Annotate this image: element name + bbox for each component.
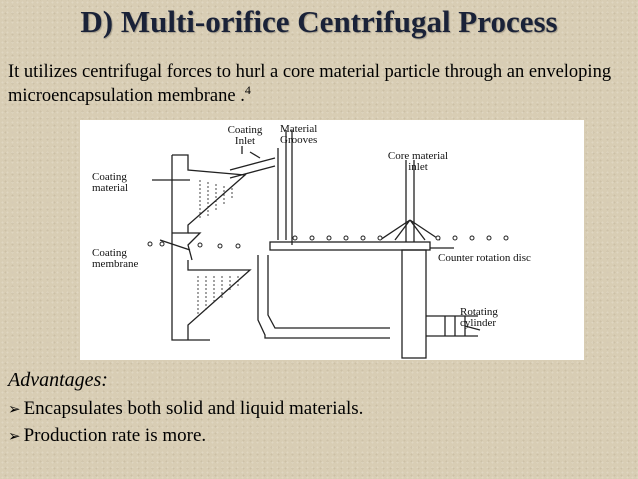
- label-coating-material: Coating material: [92, 171, 129, 194]
- advantages-list: ➢Encapsulates both solid and liquid mate…: [8, 396, 363, 450]
- process-diagram: Coating Inlet Material Grooves Core mate…: [80, 120, 584, 360]
- lower-fill-hatch: [197, 276, 239, 316]
- label-coating-membrane: Coating membrane: [92, 247, 139, 270]
- advantage-item: ➢Encapsulates both solid and liquid mate…: [8, 396, 363, 423]
- arrow-bullet-icon: ➢: [8, 402, 21, 418]
- counter-rotation-disc-shape: [269, 241, 431, 251]
- cylinder-shaft: [426, 315, 478, 337]
- label-coating-inlet: Coating Inlet: [227, 124, 263, 147]
- droplet-row: [147, 235, 509, 249]
- leader-rotating-cylinder: [464, 325, 481, 331]
- advantage-text: Production rate is more.: [23, 425, 207, 446]
- rotating-cylinder-shape: [401, 249, 427, 359]
- advantage-item: ➢Production rate is more.: [8, 423, 363, 450]
- intro-text: It utilizes centrifugal forces to hurl a…: [8, 60, 628, 108]
- coating-channel-outer: [257, 255, 390, 339]
- label-counter-rotation-disc: Counter rotation disc: [438, 252, 531, 264]
- upper-fill-hatch: [199, 180, 233, 220]
- upper-chamber: [172, 154, 247, 234]
- wall-outline: [171, 155, 210, 341]
- advantage-text: Encapsulates both solid and liquid mater…: [23, 398, 364, 419]
- diagram-drawing: [147, 130, 509, 359]
- label-core-material-inlet: Core material inlet: [387, 150, 449, 173]
- leader-coating-membrane: [159, 239, 191, 251]
- reference-number: 4: [244, 82, 251, 97]
- leader-material-grooves: [249, 151, 261, 159]
- intro-body: It utilizes centrifugal forces to hurl a…: [8, 62, 612, 106]
- lower-chamber: [187, 260, 252, 340]
- arrow-bullet-icon: ➢: [8, 429, 21, 445]
- coating-channel-inner: [267, 255, 390, 329]
- spray-fan: [379, 219, 441, 241]
- orifice-lip: [187, 232, 202, 261]
- label-material-grooves: Material Grooves: [280, 123, 318, 146]
- label-rotating-cylinder: Rotating cylinder: [460, 306, 498, 329]
- coating-inlet-pipe-top: [229, 157, 276, 171]
- advantages-heading: Advantages:: [8, 369, 108, 391]
- coating-inlet-pipe-bottom: [229, 165, 276, 179]
- slide-title: D) Multi-orifice Centrifugal Process: [80, 4, 558, 39]
